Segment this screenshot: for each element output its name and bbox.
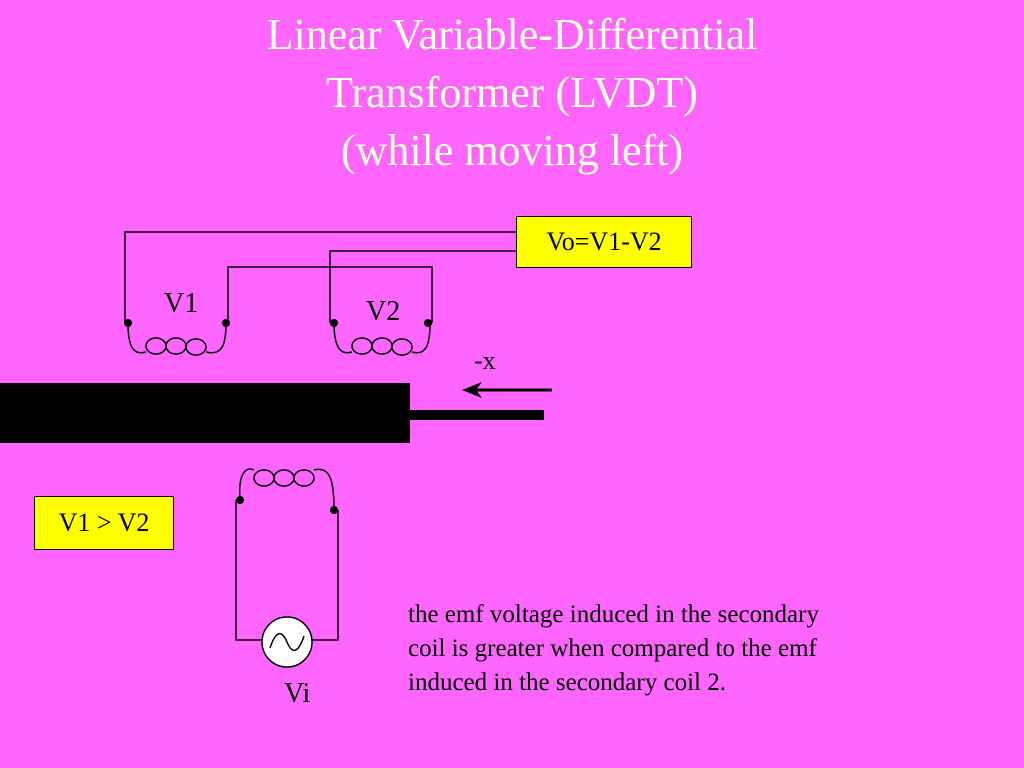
motion-arrow [462,382,552,398]
coil1-terminal-right [222,319,230,327]
coil1-label: V1 [164,288,199,319]
output-voltage-box: Vo=V1-V2 [516,216,692,268]
output-wires [124,231,516,323]
explanation-line-2: coil is greater when compared to the emf [408,635,817,662]
primary-wires [235,500,339,641]
coil2-terminal-right [424,319,432,327]
ac-source-icon [261,616,313,668]
title-line-2: Transformer (LVDT) [326,68,698,117]
title-line-3: (while moving left) [340,126,684,175]
primary-coil [238,468,335,511]
primary-terminal-left [236,496,244,504]
comparison-box: V1 > V2 [34,496,174,550]
motion-label: -x [474,346,496,375]
core-rod [410,410,544,420]
secondary-coil-1 [127,322,227,356]
explanation-line-1: the emf voltage induced in the secondary [408,601,819,628]
explanation-text: the emf voltage induced in the secondary… [408,598,1008,700]
secondary-coil-2 [333,322,431,356]
coil2-terminal-left [330,319,338,327]
iron-core [0,383,410,443]
primary-terminal-right [330,506,338,514]
explanation-line-3: induced in the secondary coil 2. [408,669,726,696]
slide-title: Linear Variable-Differential Transformer… [0,6,1024,180]
source-label: Vi [284,678,311,709]
coil1-terminal-left [124,319,132,327]
title-line-1: Linear Variable-Differential [266,10,758,59]
coil2-label: V2 [366,296,401,327]
